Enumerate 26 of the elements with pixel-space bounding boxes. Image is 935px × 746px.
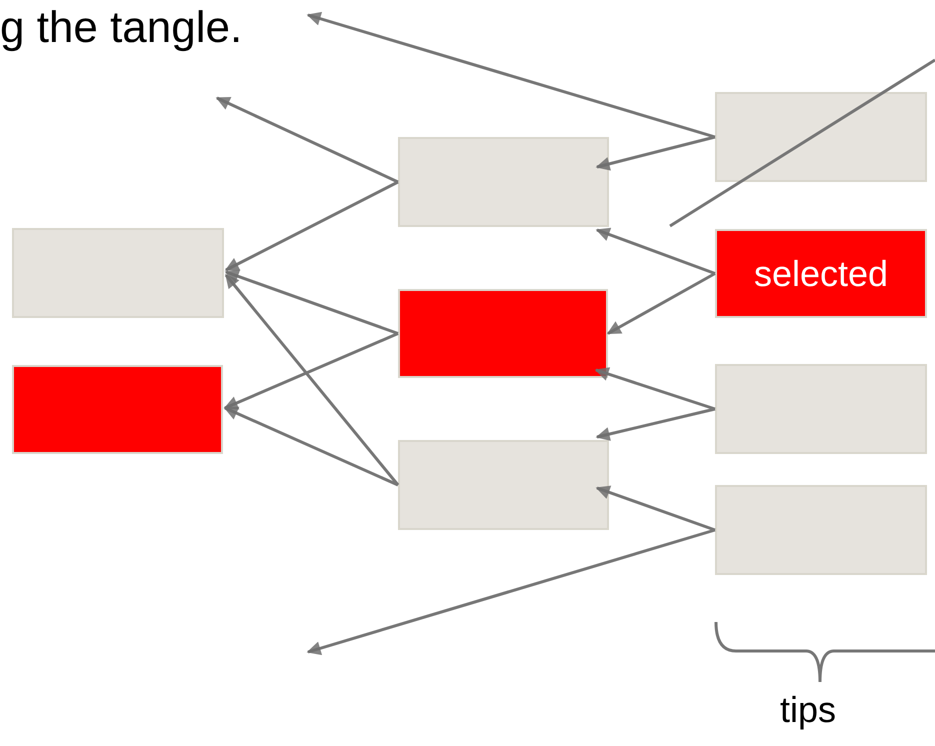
node-box [398, 137, 609, 227]
bracket-label: tips [780, 692, 836, 728]
highlighted-node-box [398, 289, 608, 378]
arrow [224, 406, 399, 486]
arrow [596, 136, 716, 171]
arrow [596, 486, 716, 532]
arrow [594, 367, 716, 410]
arrow [224, 332, 399, 410]
node-box [715, 92, 927, 182]
arrow [596, 408, 716, 441]
node-box [12, 228, 224, 318]
node-box [715, 485, 927, 575]
arrow [306, 528, 716, 656]
heading-text: g the tangle. [0, 6, 242, 50]
highlighted-node-box [715, 229, 927, 318]
highlighted-node-box [12, 365, 223, 454]
node-label: selected [754, 252, 888, 294]
arrow [306, 12, 716, 138]
node-box [398, 440, 609, 530]
arrow [596, 228, 716, 275]
arrow [224, 180, 399, 272]
node-box [715, 364, 927, 454]
arrow [216, 96, 399, 184]
arrow [606, 272, 716, 335]
arrow [224, 274, 400, 486]
arrow [224, 270, 398, 335]
